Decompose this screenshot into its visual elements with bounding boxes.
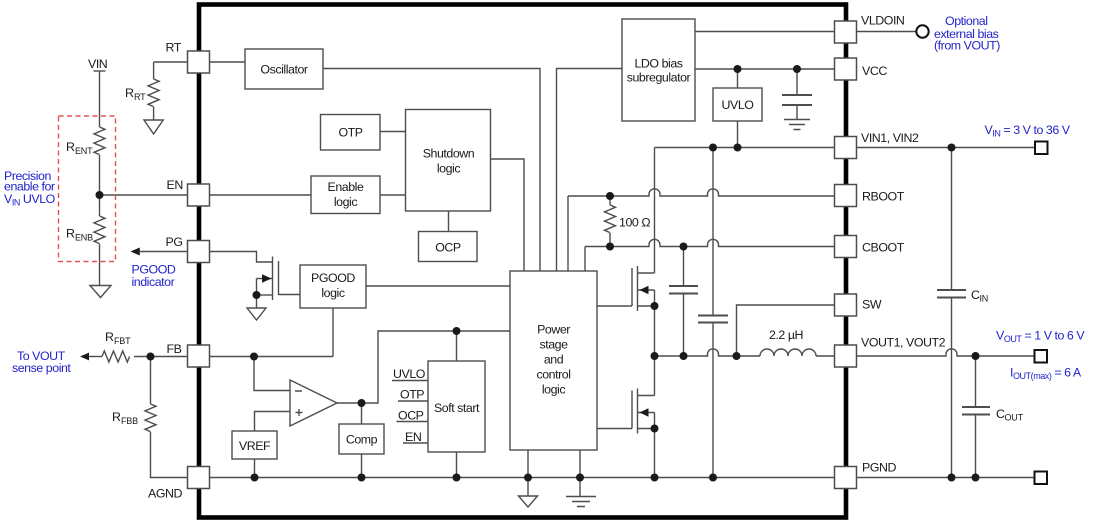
- svg-text:FBT: FBT: [114, 336, 131, 346]
- svg-text:R: R: [105, 330, 114, 344]
- svg-text:sense point: sense point: [12, 361, 71, 375]
- svg-text:EN: EN: [405, 430, 421, 444]
- svg-text:Shutdown: Shutdown: [423, 147, 475, 161]
- svg-text:R: R: [66, 140, 75, 154]
- svg-text:(from VOUT): (from VOUT): [934, 39, 1000, 53]
- svg-text:ENB: ENB: [75, 233, 93, 243]
- svg-text:EN: EN: [167, 178, 183, 192]
- svg-text:ENT: ENT: [75, 146, 93, 156]
- svg-text:IOUT(max) = 6 A: IOUT(max) = 6 A: [1010, 366, 1082, 382]
- svg-text:SW: SW: [862, 298, 882, 312]
- svg-text:indicator: indicator: [132, 275, 175, 289]
- svg-text:logic: logic: [542, 383, 565, 397]
- svg-text:RT: RT: [166, 41, 182, 55]
- svg-text:LDO bias: LDO bias: [634, 57, 682, 71]
- svg-text:VOUT1, VOUT2: VOUT1, VOUT2: [861, 336, 946, 350]
- svg-text:CIN: CIN: [971, 288, 988, 304]
- svg-text:Enable: Enable: [328, 180, 364, 194]
- svg-text:Soft start: Soft start: [434, 401, 480, 415]
- svg-text:FBB: FBB: [121, 416, 138, 426]
- svg-text:subregulator: subregulator: [627, 71, 691, 85]
- svg-text:2.2 µH: 2.2 µH: [769, 328, 803, 342]
- svg-text:To VOUT: To VOUT: [17, 349, 66, 363]
- svg-text:VLDOIN: VLDOIN: [861, 14, 904, 28]
- svg-text:OCP: OCP: [398, 409, 424, 423]
- svg-text:VIN: VIN: [88, 57, 107, 71]
- svg-text:RBOOT: RBOOT: [862, 190, 905, 204]
- svg-text:Comp: Comp: [346, 433, 378, 447]
- svg-text:Precision: Precision: [4, 169, 51, 183]
- svg-text:PGOOD: PGOOD: [132, 263, 176, 277]
- svg-text:logic: logic: [334, 195, 357, 209]
- svg-text:PGOOD: PGOOD: [311, 271, 355, 285]
- svg-text:VREF: VREF: [239, 439, 271, 453]
- svg-text:and: and: [544, 353, 564, 367]
- svg-text:Power: Power: [537, 323, 570, 337]
- svg-text:VIN UVLO: VIN UVLO: [4, 192, 56, 208]
- svg-text:VIN1, VIN2: VIN1, VIN2: [861, 131, 919, 145]
- svg-text:COUT: COUT: [996, 407, 1024, 423]
- svg-text:RT: RT: [134, 92, 146, 102]
- svg-text:UVLO: UVLO: [722, 98, 755, 112]
- svg-text:VCC: VCC: [862, 64, 887, 78]
- svg-text:Optional: Optional: [945, 14, 988, 28]
- svg-text:UVLO: UVLO: [393, 367, 426, 381]
- svg-text:stage: stage: [539, 338, 568, 352]
- svg-text:R: R: [66, 227, 75, 241]
- svg-text:OTP: OTP: [338, 126, 362, 140]
- svg-text:PGND: PGND: [862, 461, 897, 475]
- svg-text:Oscillator: Oscillator: [260, 63, 307, 77]
- svg-text:VIN = 3 V to 36 V: VIN = 3 V to 36 V: [985, 123, 1071, 139]
- svg-text:AGND: AGND: [148, 487, 183, 501]
- svg-text:external bias: external bias: [934, 27, 999, 41]
- svg-text:OTP: OTP: [400, 388, 424, 402]
- svg-text:VOUT = 1 V to 6 V: VOUT = 1 V to 6 V: [996, 329, 1085, 345]
- svg-text:logic: logic: [321, 286, 344, 300]
- svg-text:R: R: [125, 86, 134, 100]
- svg-text:enable for: enable for: [4, 180, 55, 194]
- svg-text:PG: PG: [166, 235, 183, 249]
- svg-text:OCP: OCP: [435, 241, 461, 255]
- svg-text:R: R: [112, 410, 121, 424]
- svg-text:logic: logic: [437, 162, 460, 176]
- svg-text:FB: FB: [167, 342, 182, 356]
- svg-text:100 Ω: 100 Ω: [619, 216, 650, 230]
- svg-text:control: control: [536, 368, 570, 382]
- svg-text:CBOOT: CBOOT: [862, 241, 905, 255]
